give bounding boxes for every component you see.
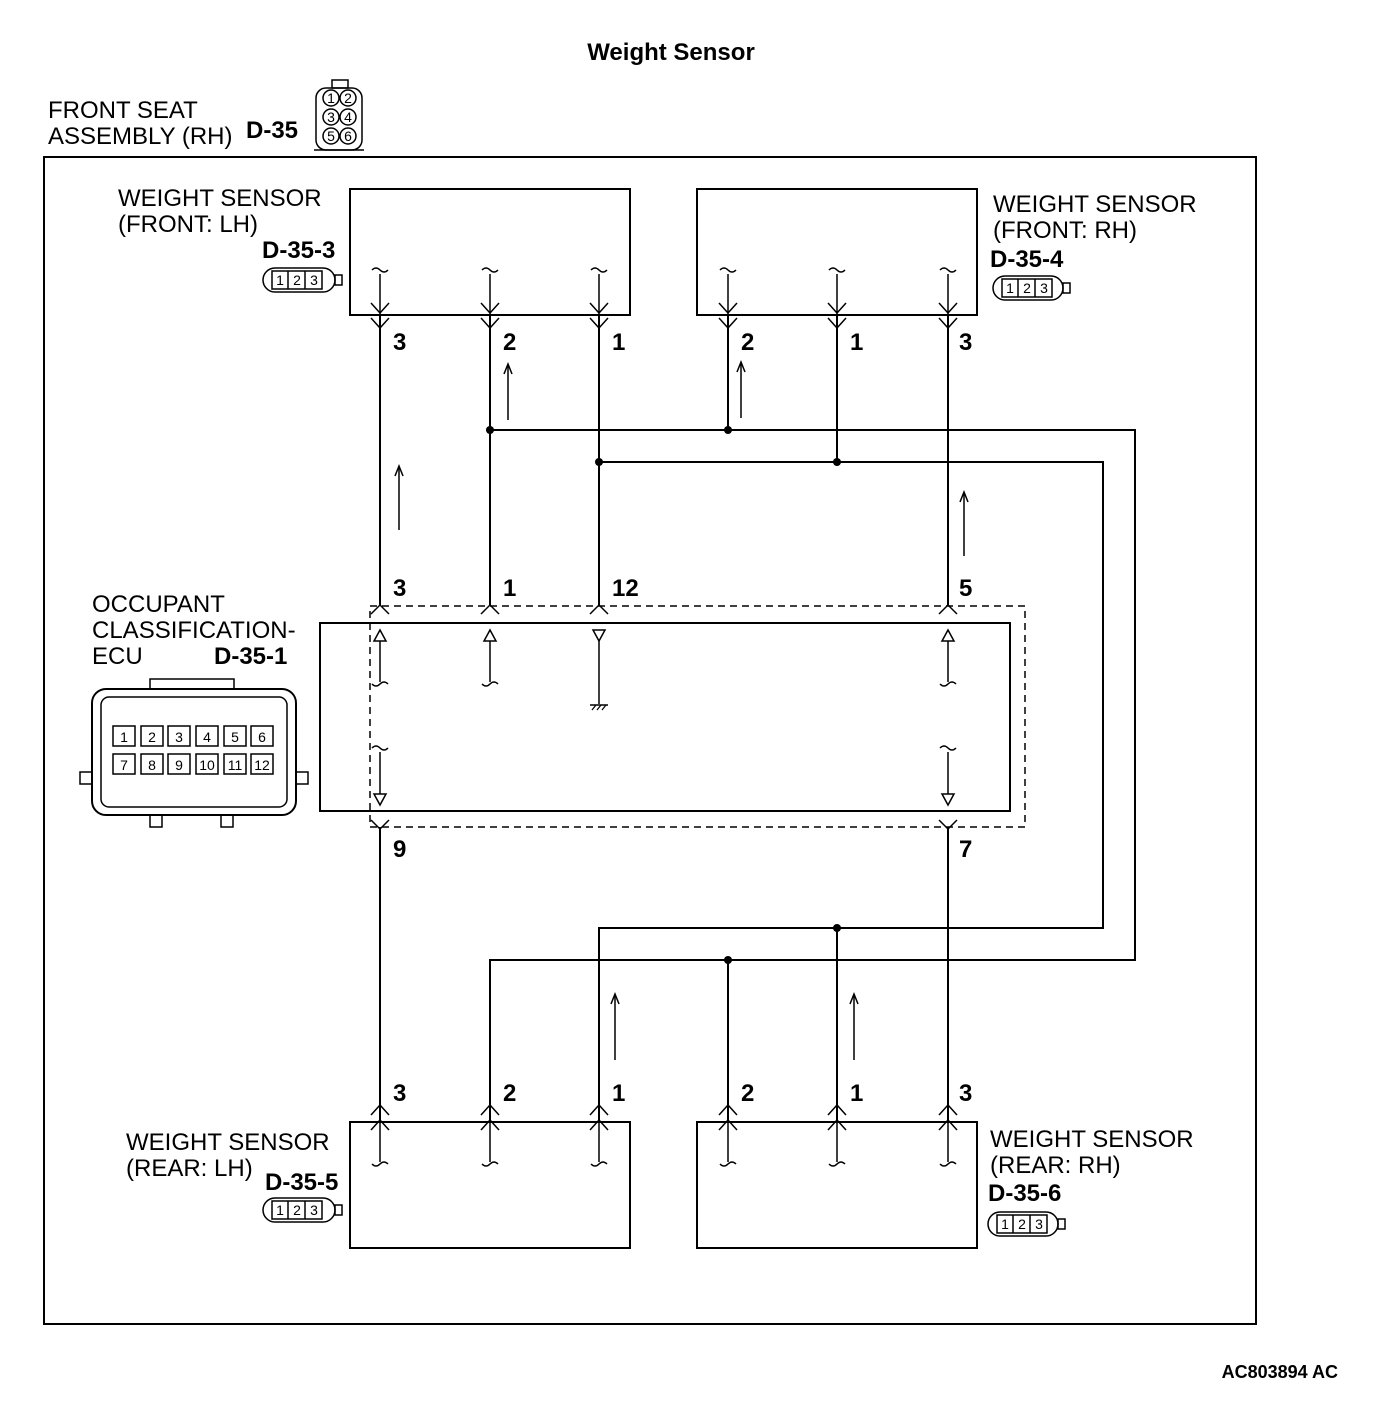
sensor-rear-rh-label-1: WEIGHT SENSOR: [990, 1126, 1194, 1153]
assembly-pin-3: 3: [327, 109, 335, 125]
assembly-pin-2: 2: [344, 90, 352, 106]
sensor-front-rh-code: D-35-4: [990, 246, 1064, 273]
pin-label: 2: [503, 1080, 516, 1107]
assembly-pin-6: 6: [344, 128, 352, 144]
sensor-rear-lh-label-1: WEIGHT SENSOR: [126, 1129, 330, 1156]
ecu-pin: 5: [231, 729, 239, 745]
pin-label: 2: [503, 329, 516, 356]
sensor-front-lh-label-1: WEIGHT SENSOR: [118, 185, 322, 212]
assembly-pin-4: 4: [344, 109, 352, 125]
connector-3pin-icon: 1 2 3: [992, 275, 1071, 301]
connector-pin-1: 1: [1006, 280, 1014, 296]
reference-code: AC803894 AC: [1222, 1362, 1338, 1382]
pin-label: 1: [850, 1080, 863, 1107]
assembly-frame: [43, 156, 1257, 1325]
ecu-pin-label: 12: [612, 575, 639, 602]
sensor-rear-lh-label-2: (REAR: LH): [126, 1155, 253, 1182]
signal-arrows: [394, 359, 969, 1060]
ecu-terminal-chevrons: [370, 603, 958, 831]
connector-pin-1: 1: [1001, 1216, 1009, 1232]
ecu-pin: 1: [120, 729, 128, 745]
ecu-pin-label: 1: [503, 575, 516, 602]
ecu-pin: 6: [258, 729, 266, 745]
pin-label: 3: [393, 329, 406, 356]
connector-pin-3: 3: [1040, 280, 1048, 296]
connector-3pin-icon: 1 2 3: [262, 267, 343, 293]
connector-pin-3: 3: [310, 1202, 318, 1218]
ecu-internal-terminals: [371, 628, 957, 807]
pin-label: 3: [393, 1080, 406, 1107]
ecu-label-line3: ECU: [92, 643, 143, 670]
connector-pin-1: 1: [276, 1202, 284, 1218]
ecu-pin: 7: [120, 757, 128, 773]
connector-3pin-icon: 1 2 3: [262, 1197, 343, 1223]
sensor-rear-rh-code: D-35-6: [988, 1180, 1061, 1207]
ecu-code: D-35-1: [214, 643, 287, 670]
sensor-front-rh-label-1: WEIGHT SENSOR: [993, 191, 1197, 218]
ecu-pin: 8: [148, 757, 156, 773]
assembly-connector-icon: 1 2 3 4 5 6: [314, 79, 364, 151]
sensor-front-lh-code: D-35-3: [262, 237, 335, 264]
sensor-front-lh-label-2: (FRONT: LH): [118, 211, 258, 238]
assembly-label-line2: ASSEMBLY (RH): [48, 123, 233, 150]
connector-3pin-icon: 1 2 3: [987, 1211, 1066, 1237]
ecu-connector-icon: 1 2 3 4 5 6 7 8 9 10 11 12: [79, 678, 309, 828]
pin-label: 2: [741, 329, 754, 356]
rear-sensor-terminals: [370, 1103, 958, 1167]
diagram-title: Weight Sensor: [587, 39, 755, 66]
pin-label: 1: [850, 329, 863, 356]
pin-label: 1: [612, 329, 625, 356]
connector-pin-2: 2: [293, 272, 301, 288]
assembly-label-line1: FRONT SEAT: [48, 97, 198, 124]
ecu-pin-label: 3: [393, 575, 406, 602]
ecu-pin: 3: [175, 729, 183, 745]
ecu-pin-label: 9: [393, 836, 406, 863]
ecu-connector-pins: 1 2 3 4 5 6 7 8 9 10 11 12: [112, 725, 274, 775]
ecu-label-line2: CLASSIFICATION-: [92, 617, 296, 644]
connector-pin-1: 1: [276, 272, 284, 288]
ecu-pin: 11: [228, 757, 243, 773]
ecu-pin: 12: [254, 757, 270, 773]
assembly-pin-5: 5: [327, 128, 335, 144]
sensor-front-lh: WEIGHT SENSOR (FRONT: LH) D-35-3 1 2 3: [118, 185, 631, 316]
sensor-front-rh-label-2: (FRONT: RH): [993, 217, 1137, 244]
sensor-rear-lh-code: D-35-5: [265, 1169, 338, 1196]
sensor-front-rh: WEIGHT SENSOR (FRONT: RH) D-35-4 1 2 3: [696, 188, 1197, 316]
connector-pin-2: 2: [293, 1202, 301, 1218]
wires: [379, 315, 1136, 1122]
ecu-pin-label: 7: [959, 836, 972, 863]
pin-label: 3: [959, 1080, 972, 1107]
ecu-pin-label: 5: [959, 575, 972, 602]
ecu-label-line1: OCCUPANT: [92, 591, 225, 618]
sensor-rear-rh: WEIGHT SENSOR (REAR: RH) D-35-6 1 2 3: [696, 1121, 1194, 1249]
connector-pin-2: 2: [1023, 280, 1031, 296]
pin-label: 1: [612, 1080, 625, 1107]
sensor-rear-lh: WEIGHT SENSOR (REAR: LH) D-35-5 1 2 3: [126, 1121, 631, 1249]
front-sensor-terminals: [370, 267, 958, 330]
pin-label: 2: [741, 1080, 754, 1107]
pin-label: 3: [959, 329, 972, 356]
ecu-pin: 9: [175, 757, 183, 773]
sensor-rear-rh-label-2: (REAR: RH): [990, 1152, 1121, 1179]
ecu-block: OCCUPANT CLASSIFICATION- ECU D-35-1 1 2 …: [79, 591, 1026, 828]
connector-pin-2: 2: [1018, 1216, 1026, 1232]
pin-labels: 3 2 1 2 1 3 3 1 12 5 9 7 3 2 1 2 1 3: [393, 329, 972, 1107]
assembly-pin-1: 1: [327, 90, 335, 106]
ecu-pin: 2: [148, 729, 156, 745]
ecu-pin: 10: [199, 757, 215, 773]
connector-pin-3: 3: [310, 272, 318, 288]
connector-pin-3: 3: [1035, 1216, 1043, 1232]
assembly-code: D-35: [246, 117, 298, 144]
ecu-pin: 4: [203, 729, 211, 745]
